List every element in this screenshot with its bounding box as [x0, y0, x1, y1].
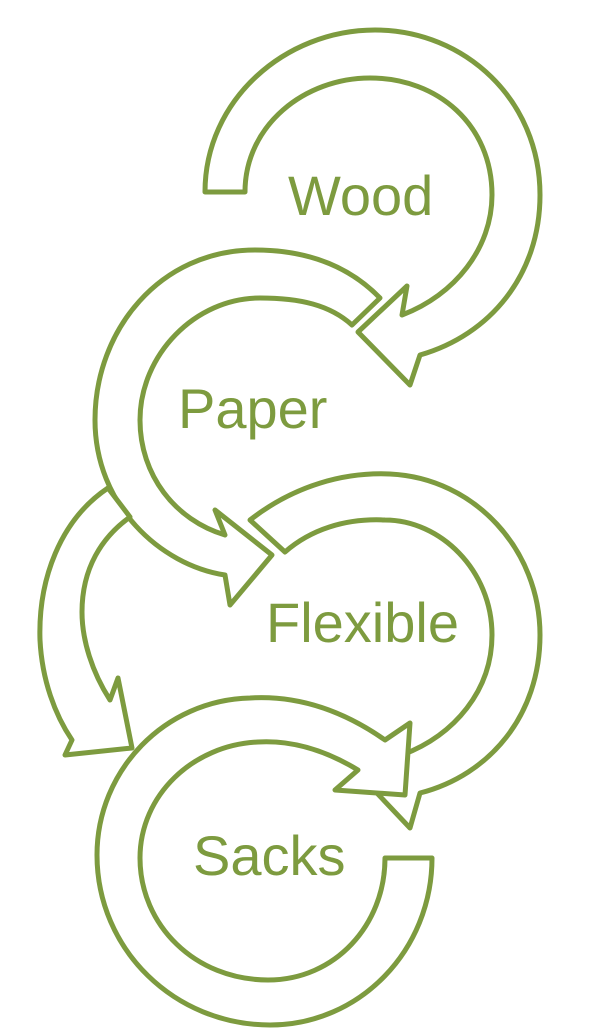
node-label-paper: Paper	[178, 377, 327, 440]
node-label-sacks: Sacks	[193, 824, 346, 887]
sacks-arrow	[94, 695, 435, 1028]
node-label-flexible: Flexible	[266, 591, 459, 654]
paper-arrow	[92, 247, 383, 608]
wood-arrow	[202, 27, 543, 388]
flexible-arrow	[247, 471, 543, 831]
node-label-wood: Wood	[288, 164, 433, 227]
paper-to-sacks-arrow	[37, 485, 135, 758]
